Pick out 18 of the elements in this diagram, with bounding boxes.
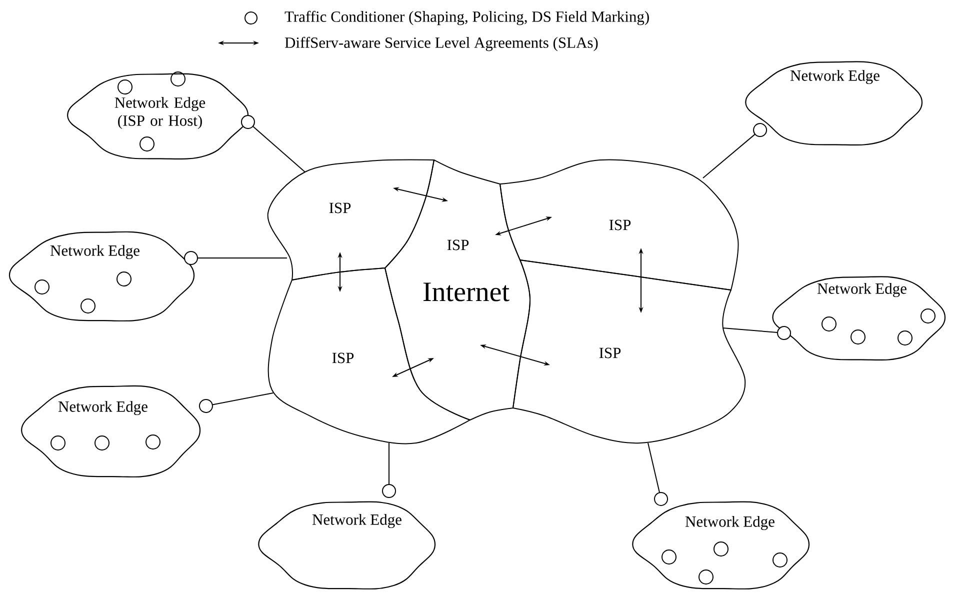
network-edge-cloud: Network Edge: [772, 276, 946, 361]
conditioner-link: [702, 123, 768, 178]
network-edge-cloud: Network Edge (ISP or Host): [67, 73, 249, 160]
conditioner-link: [240, 115, 306, 172]
network-edge-cloud: Network Edge: [21, 385, 201, 478]
isp-region: ISP: [267, 159, 434, 280]
network-edge-cloud: Network Edge: [8, 231, 195, 322]
conditioner-link: [184, 251, 288, 265]
network-edge-cloud: Network Edge: [258, 501, 436, 590]
legend-text: DiffServ-aware Service Level Agreements (SLAs): [284, 36, 598, 52]
isp-region: ISP: [512, 260, 746, 444]
conditioner-link: [722, 326, 792, 340]
network-edge-cloud: Network Edge: [745, 61, 923, 146]
conditioner-link: [199, 392, 274, 413]
conditioner-link: [648, 442, 668, 506]
legend-text: Traffic Conditioner (Shaping, Policing, DS Field Marking): [284, 10, 649, 26]
conditioner-link: [382, 442, 396, 498]
network-edge-cloud: Network Edge: [632, 501, 810, 590]
